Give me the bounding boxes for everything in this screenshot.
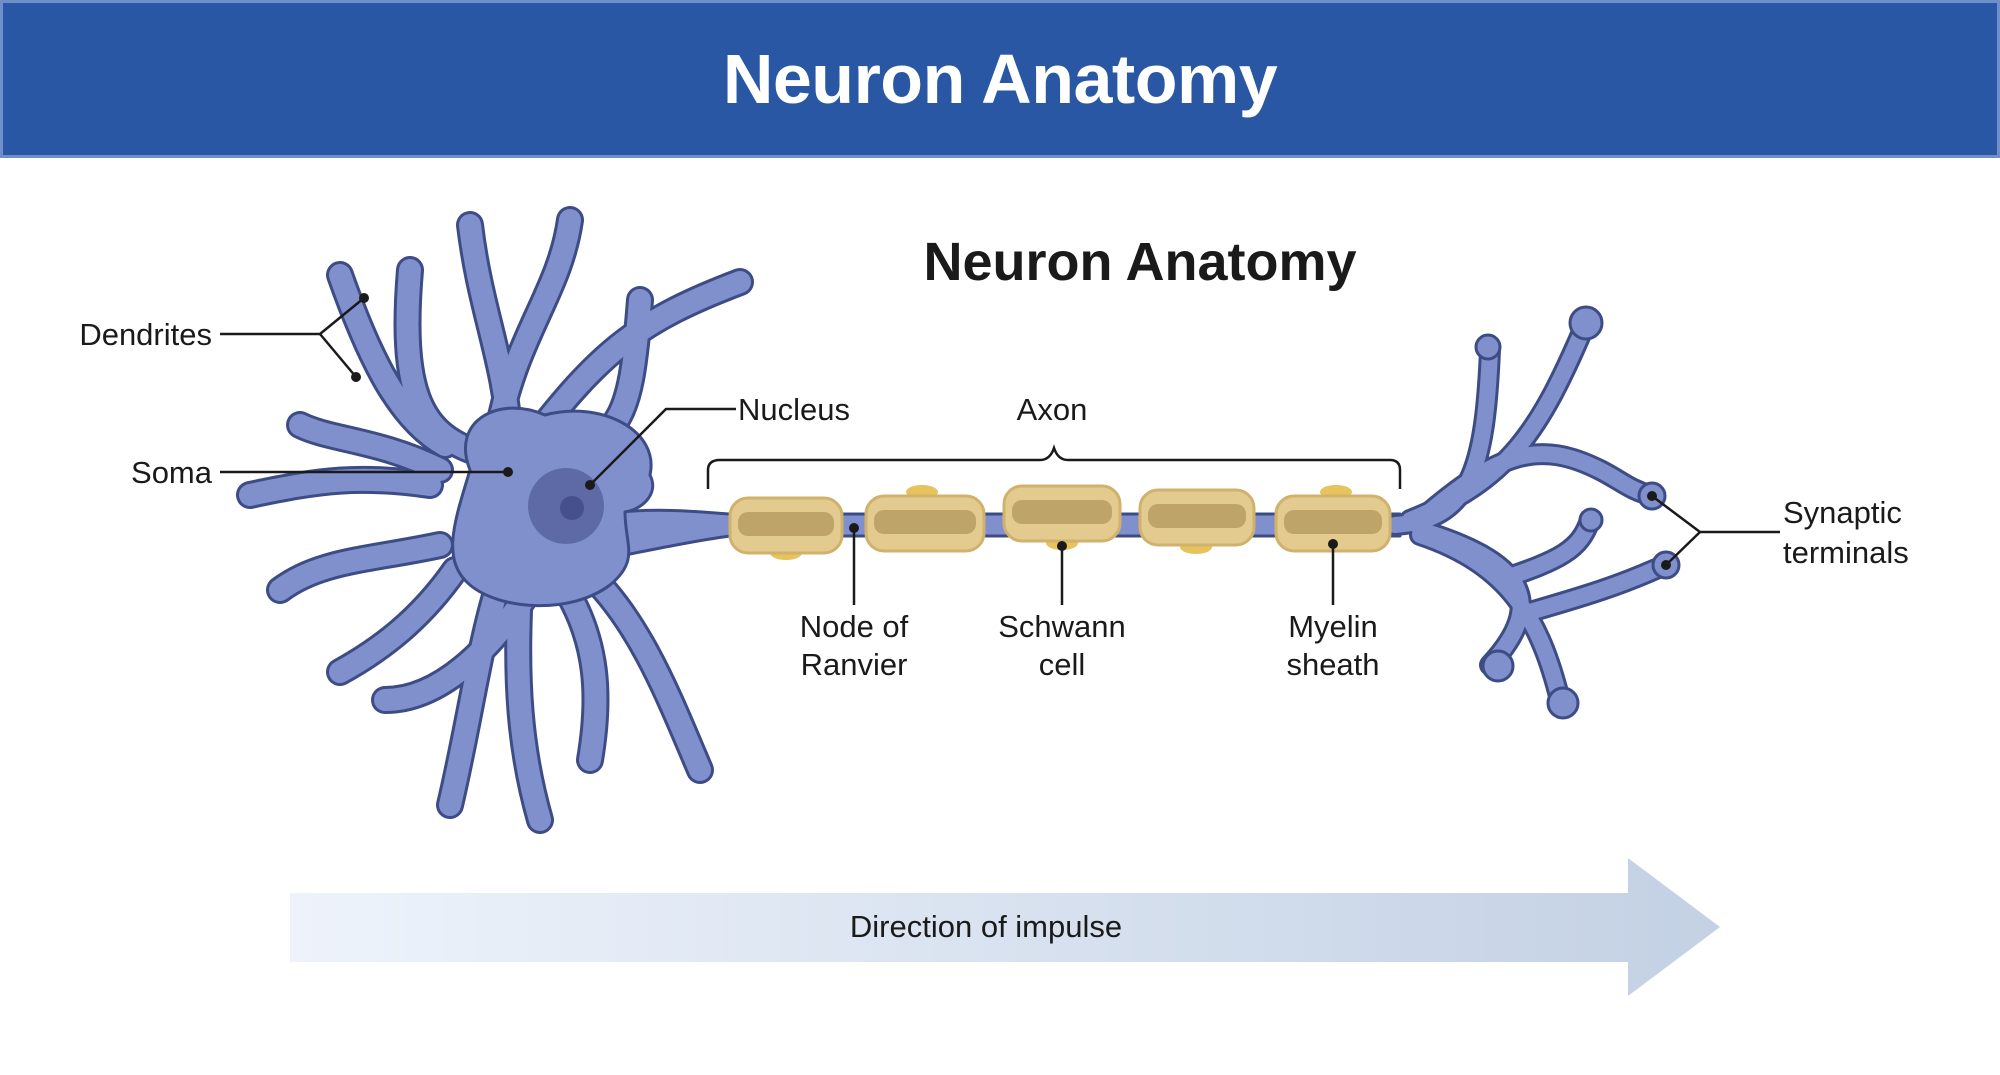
myelin-segment — [728, 496, 844, 560]
label-schwann: Schwann — [998, 609, 1126, 644]
label-node-of: Node of — [800, 609, 909, 644]
myelin-sheaths — [728, 484, 1392, 560]
label-myelin: Myelin — [1288, 609, 1378, 644]
dendrites-leader-2 — [319, 333, 357, 378]
myelin-segment — [1138, 488, 1256, 554]
myelin-segment — [864, 485, 986, 553]
myelin-segment — [1002, 484, 1122, 550]
myelin-segment — [1274, 485, 1392, 553]
synaptic-leader-2 — [1665, 531, 1701, 566]
impulse-label: Direction of impulse — [850, 909, 1122, 944]
label-nucleus: Nucleus — [738, 392, 850, 427]
label-soma: Soma — [131, 455, 213, 490]
title-banner: Neuron Anatomy — [0, 0, 2000, 158]
label-sheath: sheath — [1286, 647, 1379, 682]
label-terminals: terminals — [1783, 535, 1909, 570]
label-cell: cell — [1039, 647, 1086, 682]
neuron — [236, 206, 1681, 834]
terminal-fills — [1387, 317, 1673, 708]
leader-dots — [351, 293, 1671, 570]
leader-lines — [220, 297, 1780, 605]
label-synaptic: Synaptic — [1783, 495, 1902, 530]
label-ranvier: Ranvier — [801, 647, 908, 682]
impulse-arrow: Direction of impulse — [290, 858, 1720, 996]
page-title: Neuron Anatomy — [722, 40, 1278, 118]
label-axon: Axon — [1017, 392, 1088, 427]
nucleolus — [560, 496, 584, 520]
impulse-arrow-shape — [290, 858, 1720, 996]
diagram-subtitle: Neuron Anatomy — [923, 232, 1356, 292]
nucleus-leader — [589, 407, 736, 486]
synaptic-leader — [1651, 495, 1780, 534]
axon-bracket — [706, 444, 1402, 489]
label-dendrites: Dendrites — [79, 317, 212, 352]
